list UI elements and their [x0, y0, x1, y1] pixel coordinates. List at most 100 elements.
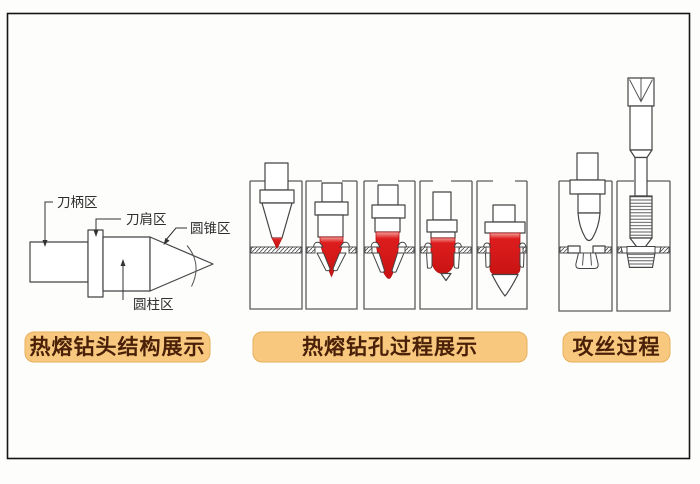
sheet-metal-right — [348, 246, 357, 254]
panel-frame — [249, 181, 303, 310]
drill-tip-cone — [491, 273, 519, 297]
cone-label: 圆锥区 — [190, 221, 231, 236]
bushing-tube — [575, 252, 599, 270]
sheet-metal-right — [604, 246, 612, 254]
drill-shank — [264, 162, 289, 191]
burr-upper-left — [313, 241, 324, 248]
panel-frame — [305, 181, 358, 310]
tapping-stage-1 — [558, 152, 613, 312]
sheet-metal-left — [364, 246, 373, 254]
tap-threads — [629, 195, 653, 239]
bushing-flange-left — [567, 245, 581, 254]
drill-body — [317, 214, 344, 238]
cone-leader-line — [165, 227, 187, 241]
burr-upper-left — [370, 241, 381, 248]
bushing-inner-lines — [582, 252, 592, 266]
drill-collar — [484, 221, 526, 234]
burr-lower-left — [316, 252, 331, 272]
drill-shank — [377, 184, 399, 206]
bushing-wall-right — [519, 252, 525, 268]
caption-row: 热熔钻头结构展示 热熔钻孔过程展示 攻丝过程 — [24, 331, 671, 363]
panel-frame — [363, 181, 416, 310]
sheet-metal-right — [522, 246, 527, 254]
shank-leader-line — [44, 201, 53, 240]
drill-cone-region — [149, 236, 214, 292]
burr-upper-right — [518, 242, 527, 248]
panel-frame — [419, 181, 473, 310]
tap-shank-step — [629, 149, 653, 159]
tap-shank — [629, 105, 653, 151]
drill-shank-region — [29, 241, 89, 283]
tapping-caption-pill — [562, 331, 671, 363]
drill-shank — [492, 204, 516, 223]
drill-tip — [440, 272, 452, 282]
drill-shank — [321, 182, 343, 203]
drill-structure-section: 刀柄区 刀肩区 圆锥区 圆柱区 — [29, 195, 231, 312]
drilling-stage-3 — [363, 180, 416, 310]
sheet-metal-right — [458, 246, 472, 254]
drill-cone — [577, 212, 601, 242]
shank-arrow — [42, 240, 48, 247]
structure-caption-pill — [24, 331, 211, 363]
drill-cylinder-region — [102, 236, 151, 292]
bushing-wall-right — [453, 252, 460, 269]
panel-frame — [558, 181, 613, 312]
tap-neck — [634, 156, 648, 197]
burr-upper-left — [483, 242, 491, 248]
threaded-bushing — [626, 252, 656, 269]
cylinder-arrow — [120, 259, 126, 266]
drilling-stage-5 — [476, 180, 528, 310]
shoulder-arrow — [93, 230, 99, 237]
drill-shoulder-collar — [87, 229, 104, 298]
drill-body — [374, 217, 401, 233]
sheet-metal-left — [477, 246, 487, 254]
burr-upper-right — [397, 241, 407, 248]
bushing-wall-left — [426, 252, 433, 269]
bushing-rim — [626, 246, 656, 254]
sheet-metal-left — [420, 246, 428, 254]
drilling-stage-1 — [249, 162, 303, 310]
heat-zone — [271, 237, 283, 250]
cone-profile-line — [186, 245, 197, 287]
drilling-caption-pill — [252, 331, 528, 363]
heat-zone — [489, 232, 521, 275]
burr-lower-right — [332, 252, 347, 272]
tapping-process-section — [558, 77, 671, 312]
drill-body — [430, 231, 456, 239]
drill-collar — [426, 219, 458, 233]
drill-body — [577, 193, 601, 214]
bushing-flange-right — [592, 245, 606, 254]
burr-lower-left — [372, 252, 385, 273]
shoulder-leader-line — [95, 218, 121, 230]
burr-lower-right — [391, 252, 405, 273]
burr-upper-left — [424, 242, 433, 248]
drill-shank — [432, 191, 452, 221]
burr-upper-right — [339, 241, 350, 248]
heat-zone — [430, 237, 456, 274]
drill-collar — [314, 201, 349, 216]
drill-collar — [371, 204, 406, 219]
sheet-metal-left — [559, 246, 569, 254]
picture-border — [6, 12, 691, 460]
drilling-process-section — [249, 162, 528, 310]
shank-label: 刀柄区 — [57, 195, 98, 210]
tap-drive-notch — [629, 78, 653, 103]
burr-upper-right — [453, 242, 462, 248]
shoulder-label: 刀肩区 — [126, 212, 167, 227]
cone-arrow — [163, 237, 170, 245]
drill-taper — [261, 202, 293, 239]
panel-frame — [476, 181, 528, 310]
panel-frame — [616, 181, 671, 312]
drill-collar — [569, 179, 606, 195]
tapping-stage-2 — [616, 77, 671, 312]
drilling-stage-4 — [419, 180, 473, 310]
drill-shank — [576, 152, 599, 181]
tapping-caption: 攻丝过程 — [573, 335, 661, 359]
drill-collar — [259, 189, 295, 204]
bushing-wall-left — [485, 252, 491, 268]
structure-caption: 热熔钻头结构展示 — [30, 335, 206, 359]
drilling-stage-2 — [305, 180, 358, 310]
sheet-metal — [250, 246, 302, 254]
